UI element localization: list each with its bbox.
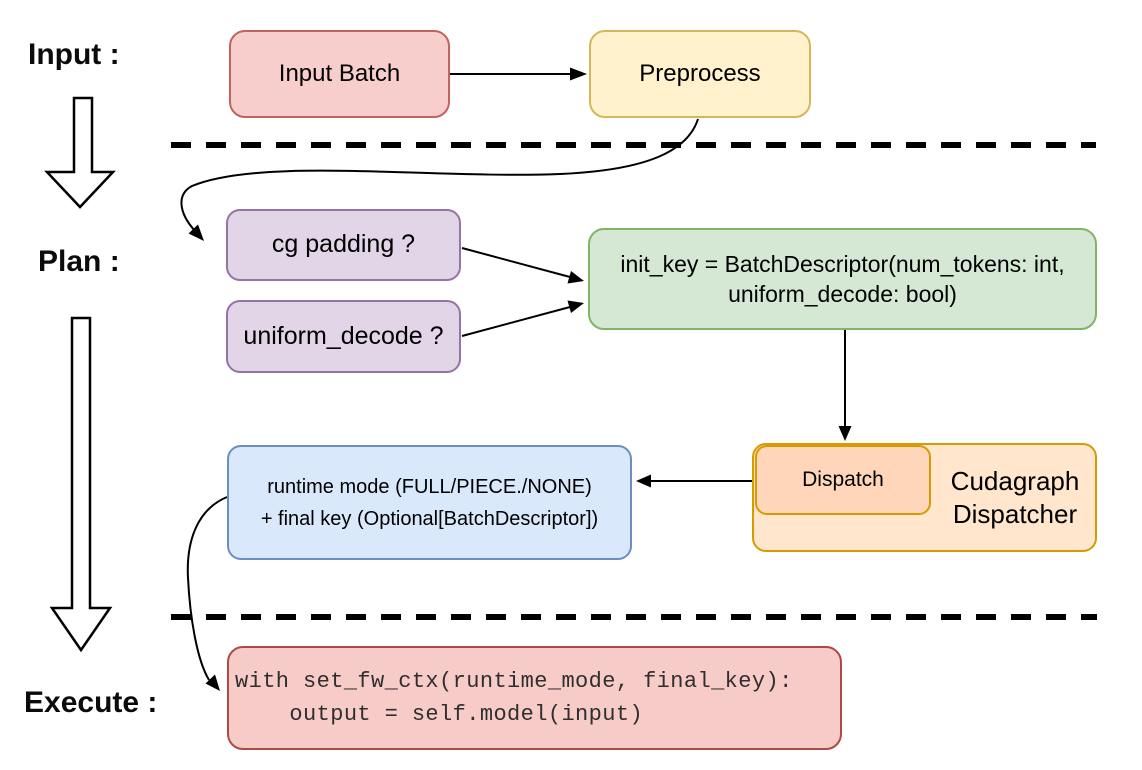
execute-code-line1: with set_fw_ctx(runtime_mode, final_key)…: [235, 669, 793, 694]
phase-label-execute: Execute :: [24, 686, 158, 719]
node-uniform-decode: uniform_decode ?: [226, 300, 461, 373]
arrowhead: [205, 674, 220, 691]
cudagraph-dispatcher-line2: Dispatcher: [952, 498, 1078, 529]
execute-code-line2: output = self.model(input): [235, 702, 644, 727]
arrowhead: [567, 300, 584, 313]
node-input-batch-label: Input Batch: [278, 60, 401, 87]
node-init-key-line2: uniform_decode: bool): [728, 281, 957, 307]
down-arrow-icon: [49, 316, 113, 653]
node-preprocess: Preprocess: [589, 30, 811, 118]
cudagraph-dispatcher-line1: Cudagraph: [950, 465, 1080, 496]
arrow-preprocess-to-cgpadding: [180, 118, 699, 232]
node-execute-code: with set_fw_ctx(runtime_mode, final_key)…: [227, 646, 842, 750]
phase-label-plan: Plan :: [38, 245, 120, 278]
node-init-key-line1: init_key = BatchDescriptor(num_tokens: i…: [620, 251, 1065, 277]
cudagraph-dispatcher-title: Cudagraph Dispatcher: [934, 465, 1096, 531]
arrow-cgpadding-to-initkey: [461, 247, 571, 278]
arrowhead: [570, 67, 587, 81]
node-cg-padding-label: cg padding ?: [271, 230, 416, 259]
arrowhead: [838, 426, 852, 441]
arrow-uniformdecode-to-initkey: [461, 306, 571, 337]
arrowhead: [636, 474, 651, 488]
node-dispatch: Dispatch: [755, 445, 931, 515]
node-init-key: init_key = BatchDescriptor(num_tokens: i…: [588, 228, 1097, 330]
node-preprocess-label: Preprocess: [639, 60, 761, 87]
node-runtime-mode-line1: runtime mode (FULL/PIECE./NONE): [267, 475, 592, 498]
arrowhead: [567, 271, 584, 284]
node-runtime-mode: runtime mode (FULL/PIECE./NONE) + final …: [227, 445, 632, 560]
phase-label-input: Input :: [28, 38, 120, 71]
down-arrow-icon: [44, 96, 116, 209]
node-runtime-mode-line2: + final key (Optional[BatchDescriptor]): [260, 507, 599, 530]
node-dispatch-label: Dispatch: [802, 467, 884, 491]
node-cg-padding: cg padding ?: [226, 209, 461, 281]
node-input-batch: Input Batch: [229, 30, 450, 118]
arrowhead: [188, 224, 204, 241]
arrow-runtimemode-to-code: [186, 496, 228, 681]
node-uniform-decode-label: uniform_decode ?: [243, 321, 444, 350]
